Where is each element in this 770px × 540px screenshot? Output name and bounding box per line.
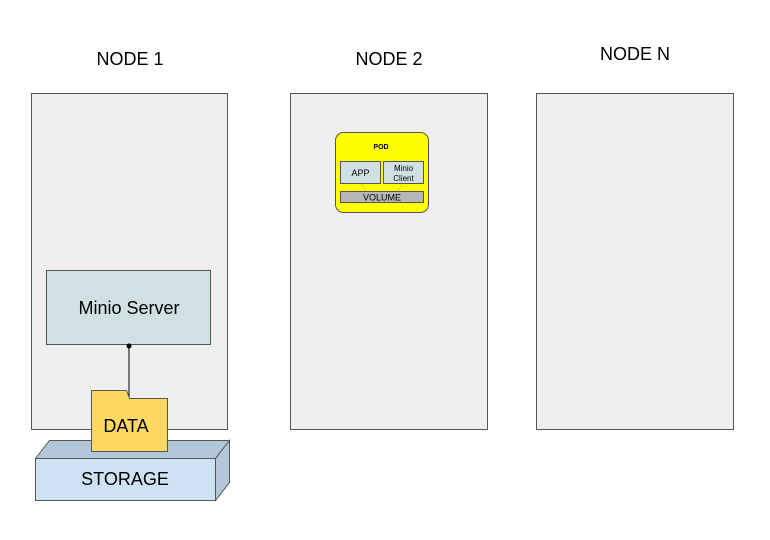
minio-server-label: Minio Server xyxy=(78,298,179,318)
pod-volume-label: VOLUME xyxy=(363,193,401,203)
storage-front-face xyxy=(35,458,216,501)
pod-volume-box xyxy=(340,191,424,203)
pod-app-label: APP xyxy=(351,168,369,178)
data-folder-label: DATA xyxy=(103,416,148,436)
node-n-title: NODE N xyxy=(600,44,670,64)
pod-minio-client-label-line1: Minio xyxy=(394,164,414,173)
node-1-title: NODE 1 xyxy=(96,49,163,69)
pod-minio-client-label-line2: Client xyxy=(393,174,414,183)
data-folder-icon xyxy=(91,390,168,452)
node-2-title: NODE 2 xyxy=(355,49,422,69)
pod-minio-client-box xyxy=(383,161,424,184)
storage-label: STORAGE xyxy=(81,469,169,489)
node-n-box xyxy=(536,93,734,430)
pod-app-box xyxy=(340,161,381,184)
minio-server-box xyxy=(46,270,211,345)
pod-title: POD xyxy=(373,144,388,151)
